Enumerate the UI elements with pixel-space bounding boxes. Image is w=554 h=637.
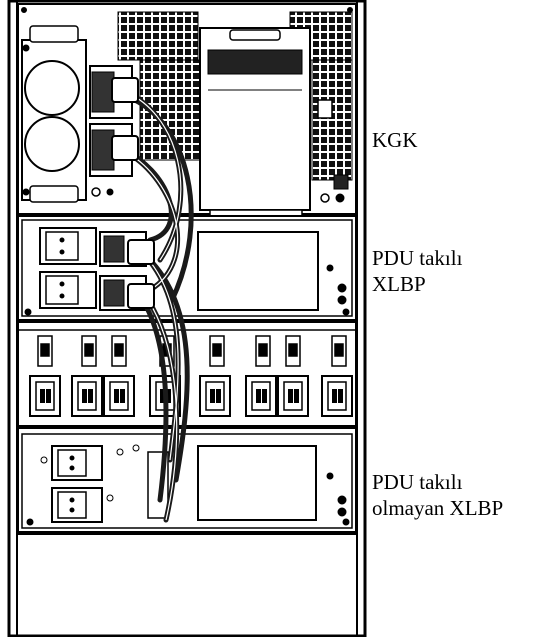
xlbp-nopdu-label-line1: PDU takılı bbox=[372, 470, 463, 494]
xlbp-pdu-label-line2: XLBP bbox=[372, 272, 426, 296]
battery-cables-highlight bbox=[119, 89, 182, 521]
pdu-strip bbox=[17, 321, 357, 427]
xlbp-pdu-label-line1: PDU takılı bbox=[372, 246, 463, 270]
ups-label: KGK bbox=[372, 128, 418, 152]
xlbp-with-pdu bbox=[17, 215, 357, 321]
xlbp-without-pdu bbox=[17, 427, 357, 535]
fan-bottom-icon bbox=[24, 116, 80, 172]
xlbp-nopdu-label-line2: olmayan XLBP bbox=[372, 496, 504, 520]
fan-top-icon bbox=[24, 60, 80, 116]
cable-plugs bbox=[111, 77, 155, 309]
